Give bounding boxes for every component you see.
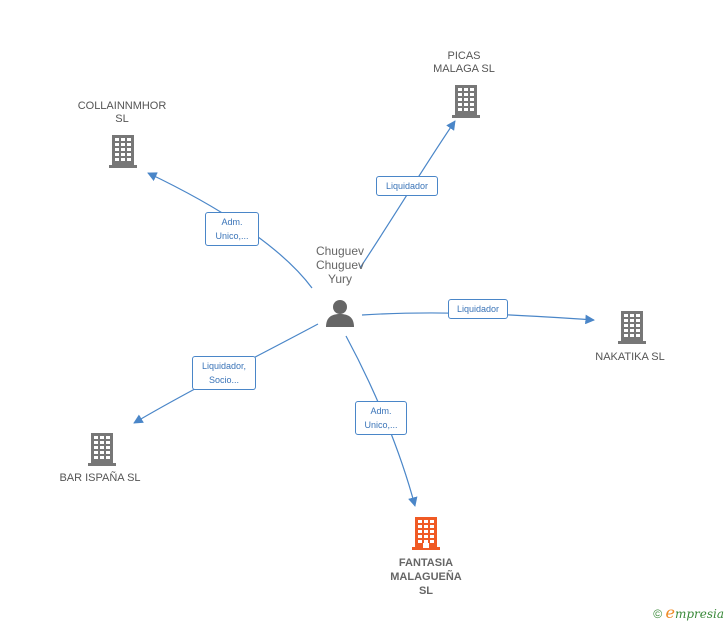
empresia-credit: © empresia (653, 603, 724, 622)
copyright-symbol: © (653, 607, 663, 621)
relation-label-collainnmhor[interactable]: Adm. Unico,... (205, 212, 259, 246)
relation-label-nakatika[interactable]: Liquidador (448, 299, 508, 319)
relation-label-bar-ispana[interactable]: Liquidador, Socio... (192, 356, 256, 390)
empresia-logo-text: mpresia (674, 607, 724, 621)
company-label-picas[interactable]: PICAS MALAGA SL (433, 50, 495, 75)
person-icon[interactable] (324, 298, 356, 328)
empresia-logo-initial: e (665, 603, 675, 622)
person-name[interactable]: Chuguev Chuguev Yury (315, 244, 365, 286)
company-label-collainnmhor[interactable]: COLLAINNMHOR SL (77, 100, 167, 125)
relation-label-fantasia[interactable]: Adm. Unico,... (355, 401, 407, 435)
company-label-bar-ispana[interactable]: BAR ISPAÑA SL (59, 472, 141, 484)
building-icon[interactable] (410, 516, 442, 550)
building-icon[interactable] (107, 134, 139, 168)
relation-label-picas[interactable]: Liquidador (376, 176, 438, 196)
company-label-nakatika[interactable]: NAKATIKA SL (595, 351, 665, 363)
building-icon[interactable] (86, 432, 118, 466)
company-label-fantasia[interactable]: FANTASIA MALAGUEÑA SL (390, 557, 462, 597)
building-icon[interactable] (450, 84, 482, 118)
building-icon[interactable] (616, 310, 648, 344)
